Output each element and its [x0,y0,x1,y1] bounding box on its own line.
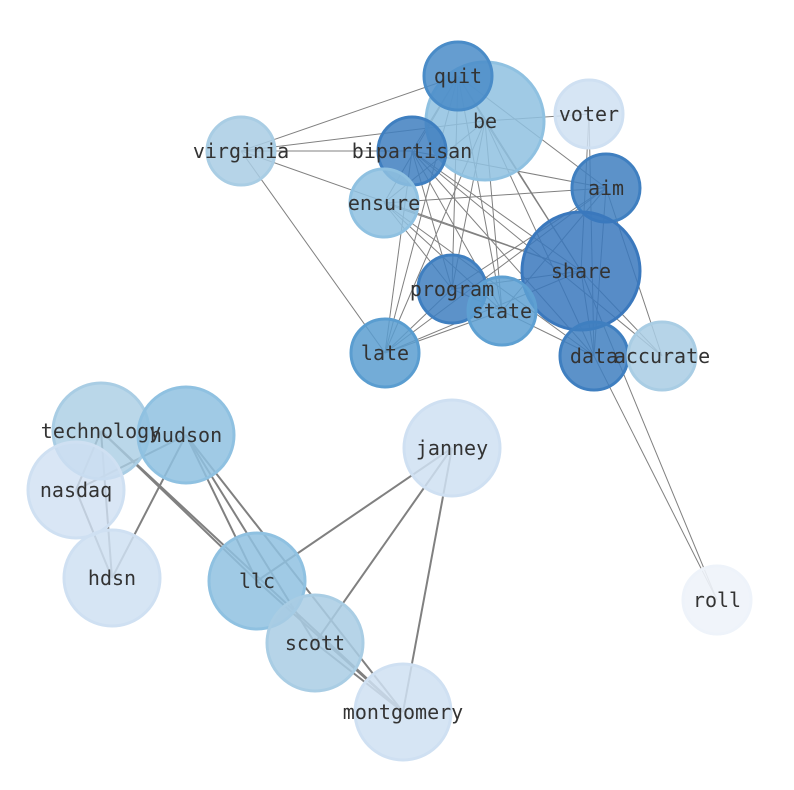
node-hdsn [62,528,162,628]
node-late [349,317,421,389]
node-label-montgomery: montgomery [343,700,463,724]
label-layer: be quit voter virginia bipartisan aim ensure sh… [40,64,741,724]
edge-quit-virginia [240,75,459,152]
node-scott [265,593,365,693]
node-label-quit: quit [434,64,482,88]
edge-ensure-aim [383,187,607,204]
node-label-share: share [551,259,611,283]
node-label-data: data [570,344,618,368]
node-label-program: program [410,277,494,301]
node-hudson [136,385,236,485]
node-label-scott: scott [285,631,345,655]
node-label-virginia: virginia [193,139,289,163]
node-janney [402,398,502,498]
node-label-hdsn: hdsn [88,566,136,590]
node-layer [26,40,753,762]
node-label-state: state [472,299,532,323]
node-label-llc: llc [239,569,275,593]
node-label-nasdaq: nasdaq [40,478,112,502]
node-label-bipartisan: bipartisan [352,139,472,163]
node-llc [207,531,307,631]
node-label-ensure: ensure [348,191,420,215]
edge-virginia-late [240,150,386,354]
node-label-hudson: hudson [150,423,222,447]
node-quit [422,40,494,112]
node-label-be: be [473,109,497,133]
node-roll [681,564,753,636]
node-voter [553,78,625,150]
node-accurate [626,320,698,392]
node-label-technology: technology [41,419,161,443]
node-virginia [205,115,277,187]
node-label-late: late [361,341,409,365]
node-nasdaq [26,440,126,540]
node-montgomery [353,662,453,762]
edge-data-roll [593,355,718,601]
node-ensure [348,167,420,239]
node-label-aim: aim [588,176,624,200]
node-state [466,275,538,347]
node-label-accurate: accurate [614,344,710,368]
node-label-janney: janney [416,436,488,460]
node-label-roll: roll [693,588,741,612]
node-label-voter: voter [559,102,619,126]
